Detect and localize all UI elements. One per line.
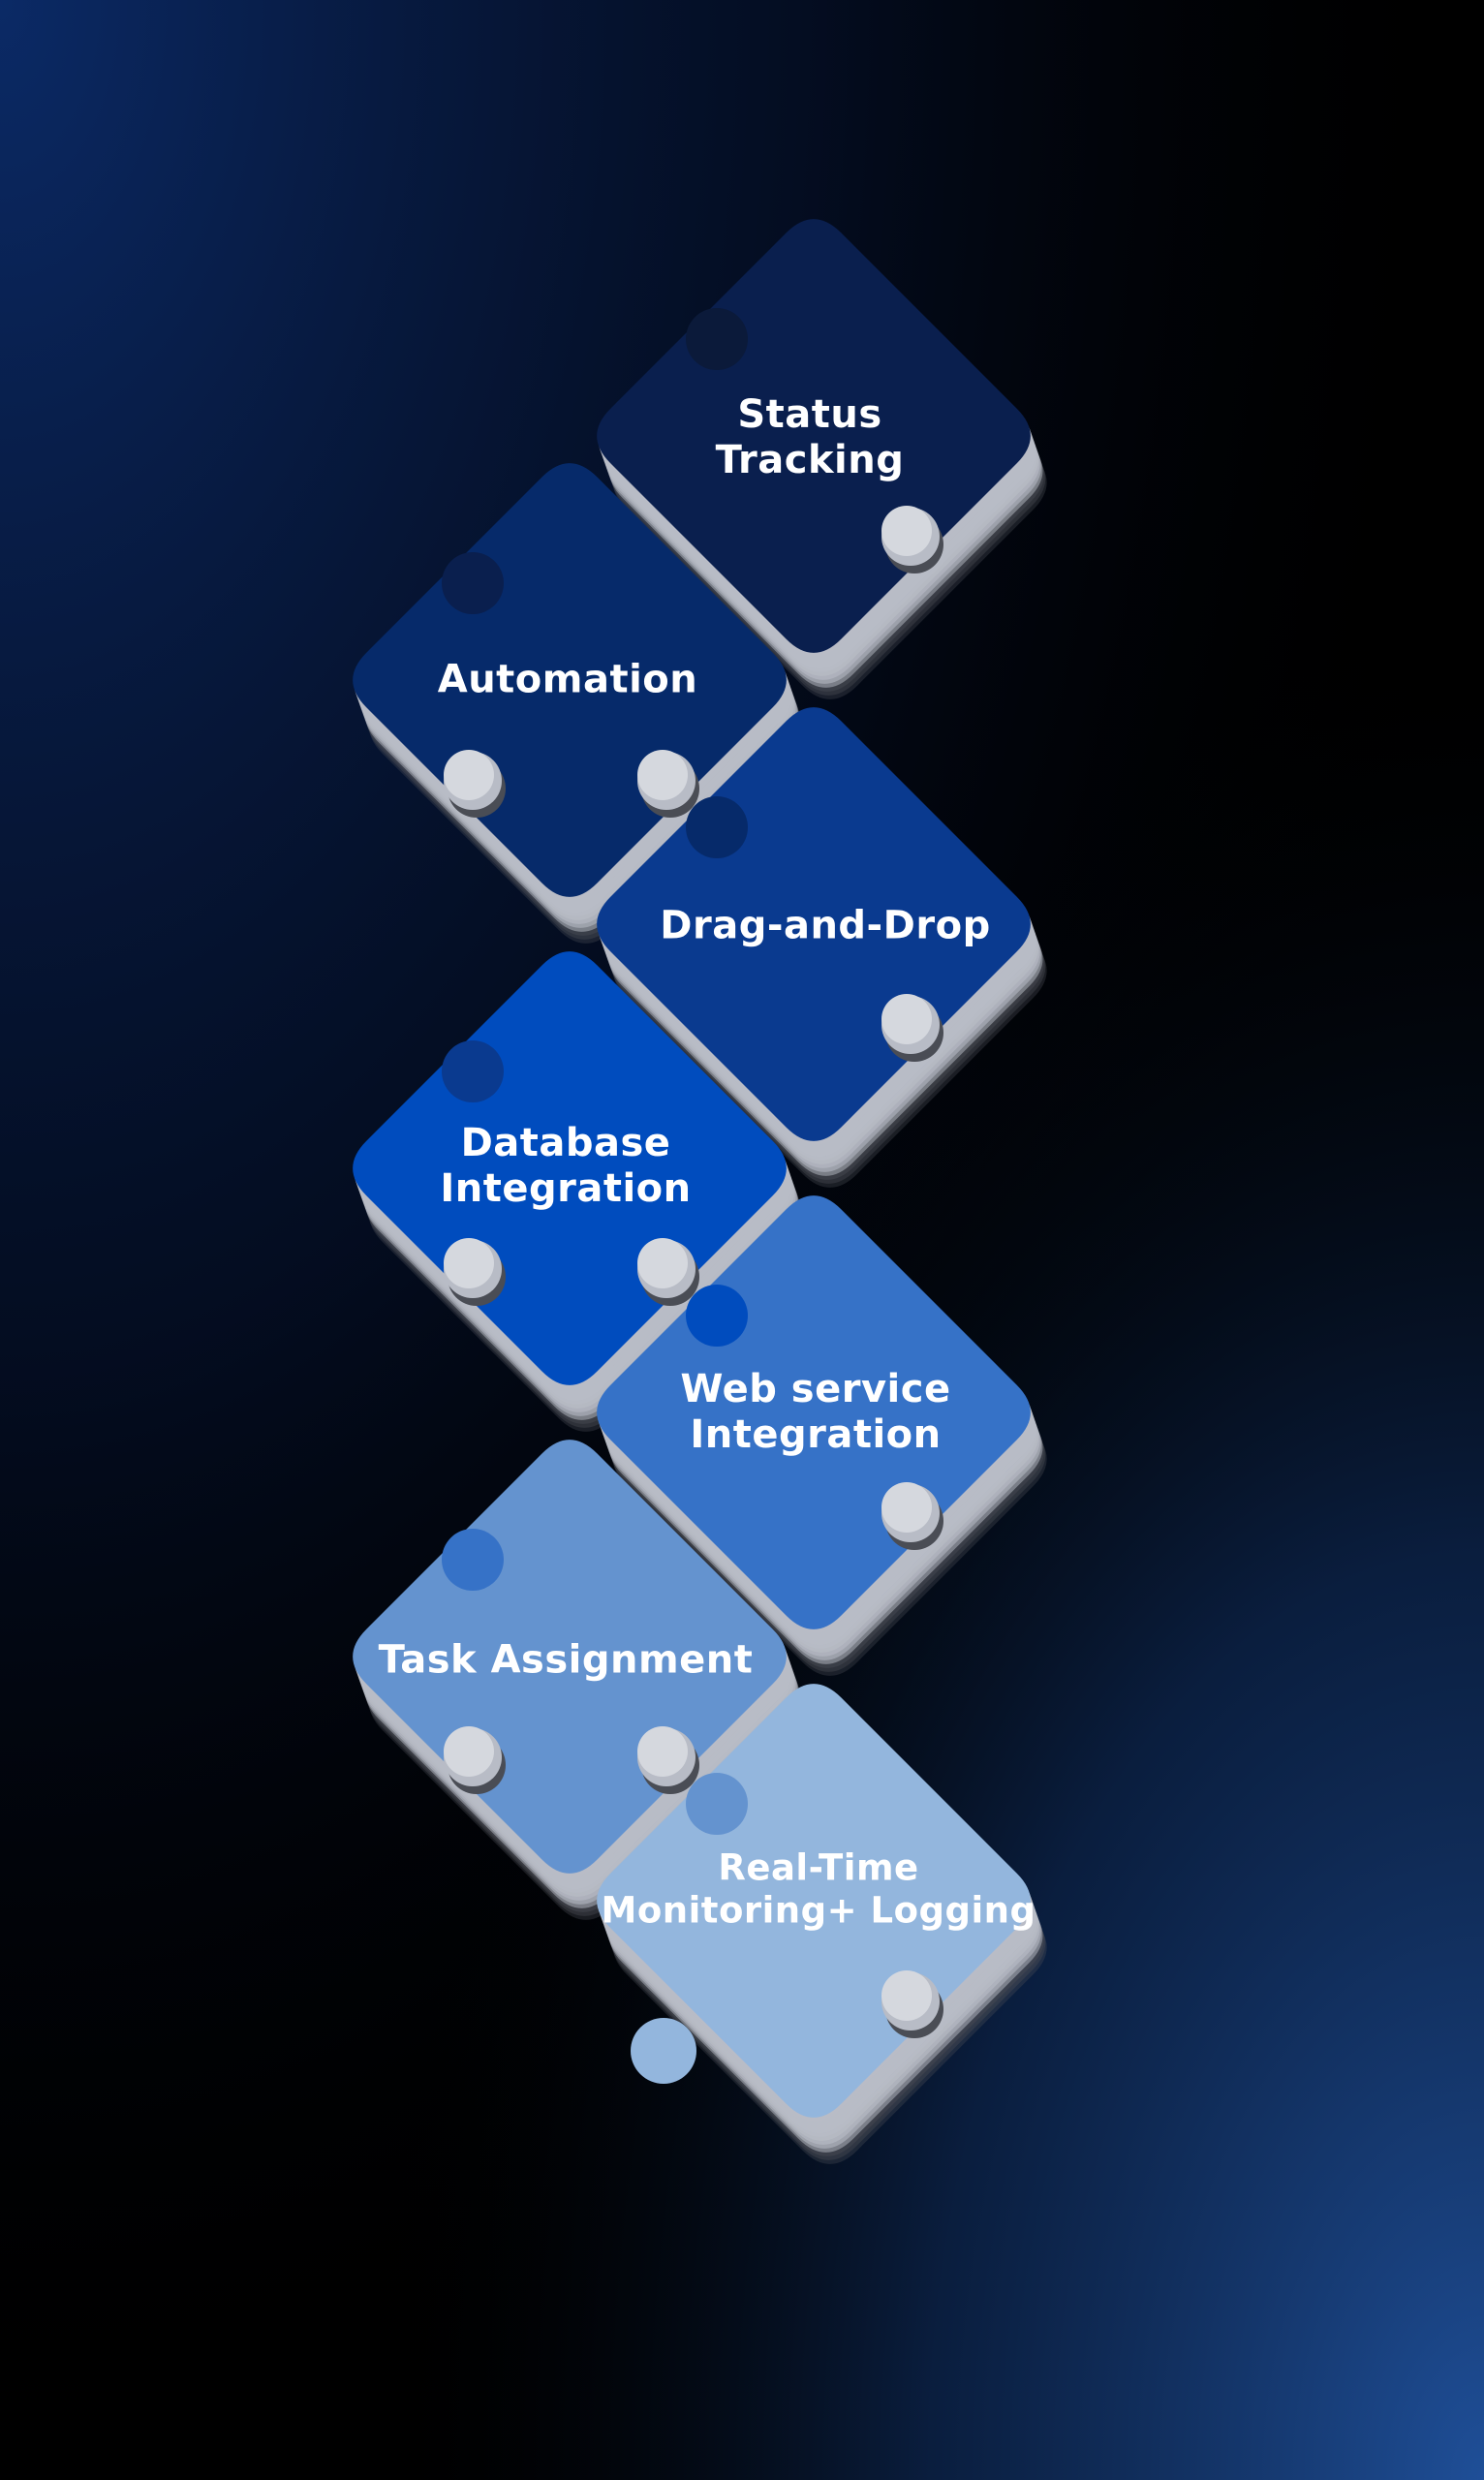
knob-highlight [881,506,932,556]
label-line: Monitoring+ Logging [601,1889,1036,1931]
label-line: Drag-and-Drop [660,903,991,948]
label-automation: Automation [438,657,698,702]
knob-highlight [444,1238,494,1288]
label-line: Status [737,391,882,437]
socket-automation [442,552,504,614]
knob-highlight [881,1970,932,2021]
knob-last [631,2018,696,2084]
label-drag-and-drop: Drag-and-Drop [660,903,990,948]
label-line: Real-Time [718,1846,919,1889]
label-task-assignment: Task Assignment [379,1637,754,1683]
label-line: Tracking [715,438,905,482]
label-line: Task Assignment [378,1637,754,1683]
knob-highlight [881,1482,932,1533]
label-line: Integration [690,1412,942,1457]
label-line: Integration [440,1166,692,1211]
socket-web-service-integration [686,1285,748,1347]
knob-highlight [637,750,688,800]
socket-status-tracking [686,308,748,370]
label-line: Web service [680,1366,951,1411]
knob-highlight [444,750,494,800]
knob-highlight [444,1726,494,1777]
socket-real-time-monitoring-logging [686,1773,748,1835]
knob-highlight [637,1726,688,1777]
label-line: Database [460,1120,671,1165]
knob-highlight [637,1238,688,1288]
socket-task-assignment [442,1529,504,1591]
knob-highlight [881,994,932,1044]
label-line: Automation [437,657,698,702]
socket-database-integration [442,1040,504,1102]
socket-drag-and-drop [686,796,748,858]
